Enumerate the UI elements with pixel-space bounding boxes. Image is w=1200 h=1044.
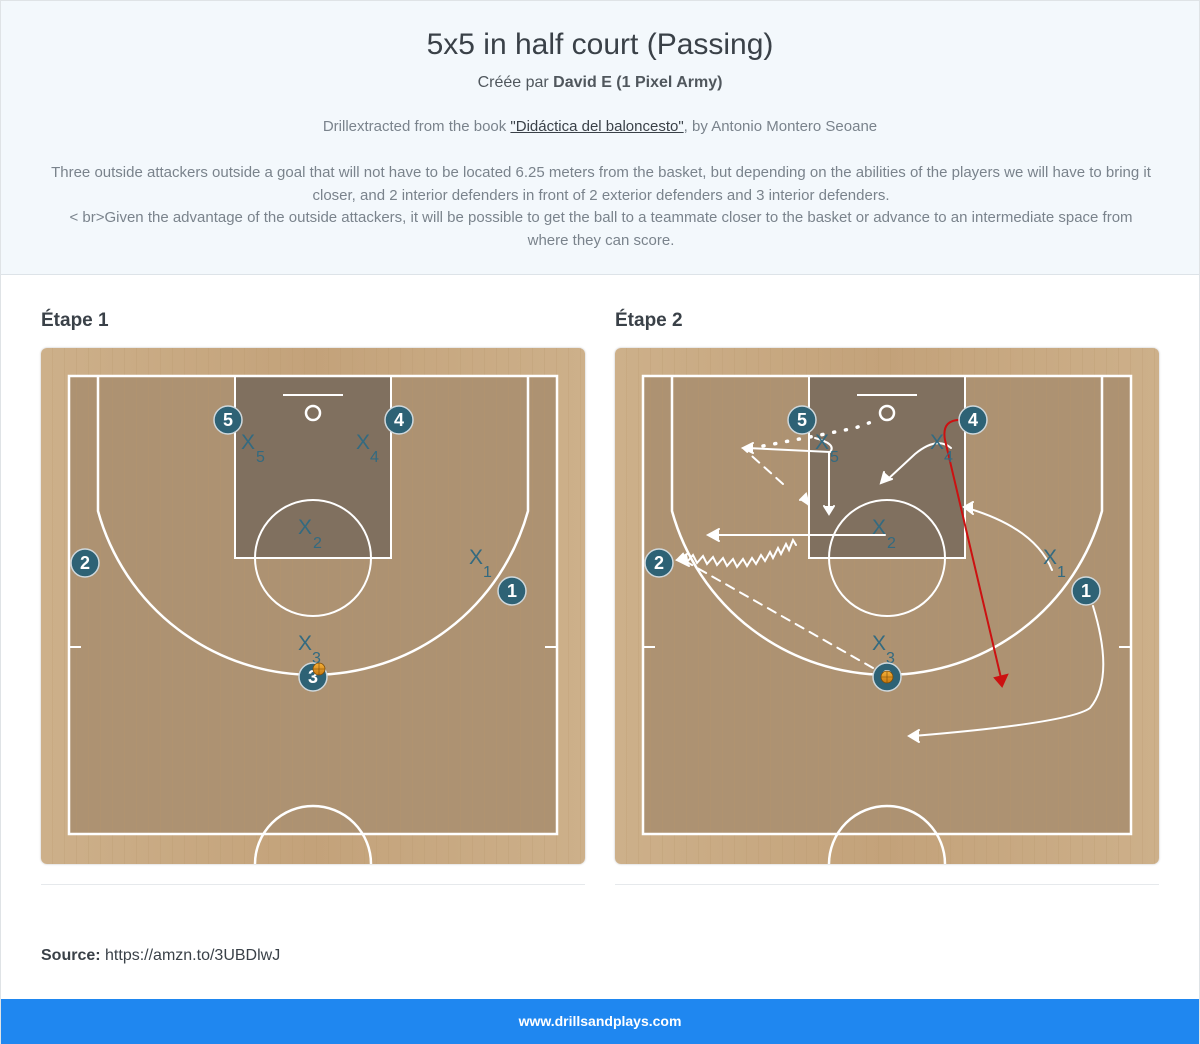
dotted-path-5 (761, 418, 879, 448)
svg-text:5: 5 (256, 449, 265, 466)
source-line: Source: https://amzn.to/3UBDlwJ (41, 947, 280, 965)
defender-1: X 1 (1043, 546, 1066, 581)
court-boundary (67, 374, 559, 836)
pass-path-3-2 (684, 560, 874, 669)
cut-path-1 (966, 507, 1053, 571)
defender-5: X 5 (241, 431, 265, 466)
svg-text:X: X (872, 632, 886, 655)
book-link[interactable]: "Didáctica del baloncesto" (510, 118, 684, 135)
pass-path-2-5 (742, 447, 784, 485)
paint (808, 375, 966, 559)
court-boundary (641, 374, 1133, 836)
svg-text:X: X (1043, 546, 1057, 569)
svg-text:2: 2 (654, 553, 664, 573)
svg-text:5: 5 (830, 449, 839, 466)
basketball-icon (312, 662, 326, 676)
cut-path-4 (886, 442, 952, 481)
svg-text:4: 4 (370, 449, 379, 466)
svg-text:3: 3 (308, 667, 318, 687)
svg-text:5: 5 (223, 410, 233, 430)
svg-text:X: X (356, 431, 370, 454)
svg-text:X: X (815, 431, 829, 454)
attacker-2: 2 (644, 548, 674, 578)
attacker-1: 1 (1071, 576, 1101, 606)
defender-3: X 3 (872, 632, 895, 667)
svg-text:X: X (930, 431, 944, 454)
step-2-divider (615, 884, 1159, 885)
cut-path-5 (746, 437, 833, 454)
extract-suffix: , by Antonio Montero Seoane (683, 118, 878, 135)
rim (304, 404, 322, 422)
center-circle (827, 804, 947, 864)
svg-text:5: 5 (797, 410, 807, 430)
cut-path-1-baseline (912, 605, 1105, 737)
rim (878, 404, 896, 422)
source-label: Source: (41, 947, 101, 964)
svg-text:1: 1 (1081, 581, 1091, 601)
defender-2: X 2 (872, 516, 896, 552)
footer-site-link[interactable]: www.drillsandplays.com (518, 1013, 682, 1029)
svg-text:X: X (298, 632, 312, 655)
step-2-title: Étape 2 (615, 310, 683, 331)
svg-text:4: 4 (394, 410, 404, 430)
defender-4: X 4 (356, 431, 379, 466)
free-throw-circle (828, 499, 946, 617)
paint (234, 375, 392, 559)
drill-header: 5x5 in half court (Passing) Créée par Da… (1, 1, 1199, 275)
description-line-1: Three outside attackers outside a goal t… (51, 164, 1151, 204)
page-title: 5x5 in half court (Passing) (426, 28, 774, 61)
dribble-path-2 (676, 537, 797, 569)
source-url[interactable]: https://amzn.to/3UBDlwJ (105, 947, 281, 964)
defender-2: X 2 (298, 516, 322, 552)
author-line: Créée par David E (1 Pixel Army) (1, 74, 1199, 92)
author-name: David E (1 Pixel Army) (553, 74, 723, 91)
step-1-title: Étape 1 (41, 310, 109, 331)
svg-text:X: X (872, 516, 886, 539)
svg-text:2: 2 (80, 553, 90, 573)
free-throw-circle (254, 499, 372, 617)
attacker-2: 2 (70, 548, 100, 578)
attacker-4: 4 (384, 405, 414, 435)
defender-5: X 5 (815, 431, 839, 466)
svg-text:X: X (298, 516, 312, 539)
svg-text:1: 1 (483, 564, 492, 581)
svg-text:3: 3 (886, 650, 895, 667)
basketball-icon (880, 670, 894, 684)
svg-text:2: 2 (887, 535, 896, 552)
description-line-2: < br>Given the advantage of the outside … (69, 209, 1133, 249)
svg-text:3: 3 (312, 650, 321, 667)
defender-1: X 1 (469, 546, 492, 581)
footer-bar: www.drillsandplays.com (1, 999, 1199, 1044)
attacker-5: 5 (787, 405, 817, 435)
svg-text:1: 1 (507, 581, 517, 601)
drill-description: Three outside attackers outside a goal t… (51, 162, 1151, 252)
attacker-5: 5 (213, 405, 243, 435)
defender-3: X 3 (298, 632, 321, 667)
court-step-1: X 5 X 4 X 2 X 1 X 3 5 4 2 (41, 348, 585, 864)
svg-text:4: 4 (944, 449, 953, 466)
extract-prefix: Drillextracted from the book (322, 118, 511, 135)
attacker-4: 4 (958, 405, 988, 435)
svg-text:1: 1 (1057, 564, 1066, 581)
svg-text:4: 4 (968, 410, 978, 430)
defender-4: X 4 (930, 431, 953, 466)
svg-text:X: X (469, 546, 483, 569)
created-by-prefix: Créée par (477, 74, 549, 91)
court-step-2: X 5 X 4 X 2 X 1 X 3 5 4 2 (615, 348, 1159, 864)
svg-text:2: 2 (313, 535, 322, 552)
svg-text:X: X (241, 431, 255, 454)
book-reference: Drillextracted from the book "Didáctica … (1, 118, 1199, 135)
step-1-divider (41, 884, 585, 885)
center-circle (253, 804, 373, 864)
attacker-1: 1 (497, 576, 527, 606)
